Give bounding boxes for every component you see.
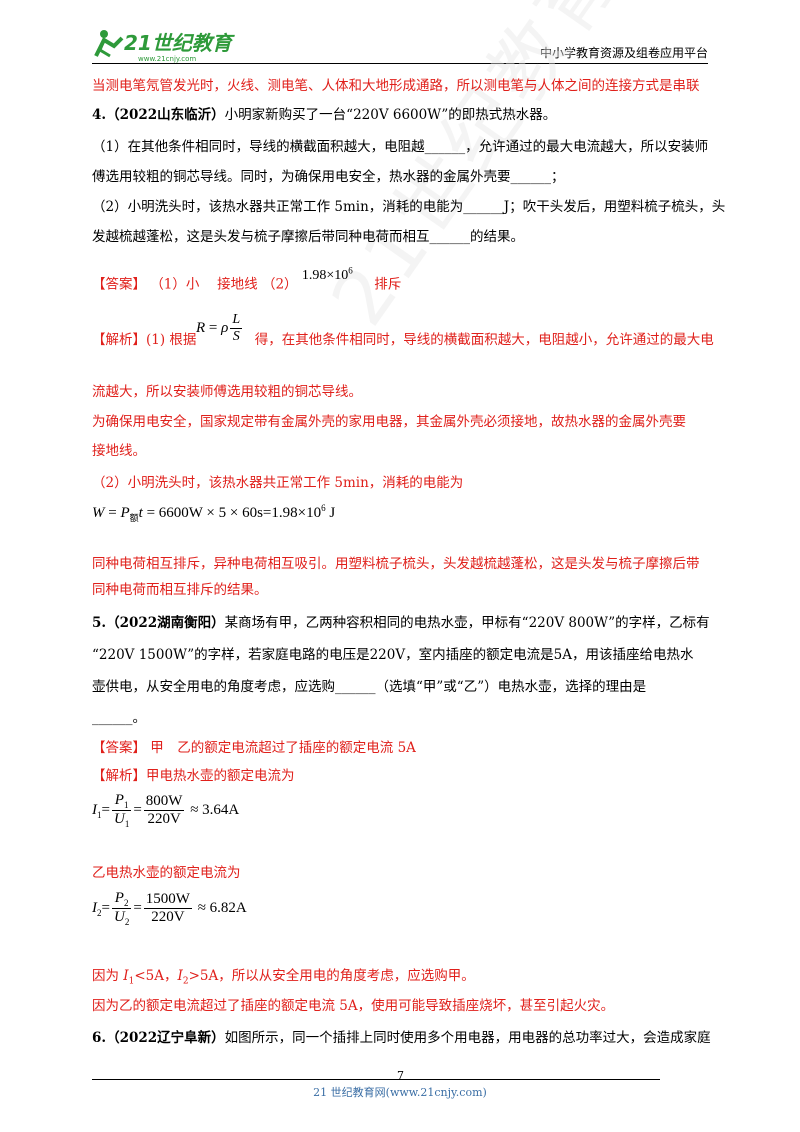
text-line: 壶供电，从安全用电的角度考虑，应选购______（选填“甲”或“乙”）电热水壶，… — [92, 679, 647, 695]
text-line: 同种电荷而相互排斥的结果。 — [92, 582, 268, 598]
logo-text: 21世纪教育 — [124, 31, 235, 55]
logo-sub: www.21cnjy.com — [138, 55, 196, 63]
text-line: 同种电荷相互排斥，异种电荷相互吸引。用塑料梳子梳头，头发越梳越蓬松，这是头发与梳… — [92, 556, 700, 572]
answer-label: 【答案】 — [92, 740, 146, 756]
text-line: 乙电热水壶的额定电流为 — [92, 865, 241, 881]
text-line: （1）在其他条件相同时，导线的横截面积越大，电阻越______，允许通过的最大电… — [92, 139, 709, 155]
question-tag: 5.（2022湖南衡阳） — [92, 615, 225, 631]
text-line: 傅选用较粗的铜芯导线。同时，为确保用电安全，热水器的金属外壳要______； — [92, 169, 565, 185]
question-tag: 4.（2022山东临沂） — [92, 107, 225, 123]
question-4-stem: 4.（2022山东临沂）小明家新购买了一台“220V 6600W”的即热式热水器… — [92, 107, 557, 123]
header-platform-name: 中小学教育资源及组卷应用平台 — [539, 46, 708, 60]
analysis-5-compare: 因为 I1<5A，I2>5A，所以从安全用电的角度考虑，应选购甲。 — [92, 968, 475, 987]
text-line: 为确保用电安全，国家规定带有金属外壳的家用电器，其金属外壳必须接地，故热水器的金… — [92, 414, 686, 430]
question-tag: 6.（2022辽宁阜新） — [92, 1030, 225, 1046]
text-line: 流越大，所以安装师傅选用较粗的铜芯导线。 — [92, 384, 362, 400]
text-line: （2）小明洗头时，该热水器共正常工作 5min，消耗的电能为______J；吹干… — [92, 199, 726, 215]
text-line: ______。 — [92, 710, 146, 726]
text-line: 发越梳越蓬松，这是头发与梳子摩擦后带同种电荷而相互______的结果。 — [92, 229, 524, 245]
answer-4: 【答案】 （1）小 接地线 （2） 1.98×106 排斥 — [92, 265, 402, 293]
page-number: 7 — [397, 1069, 404, 1082]
analysis-5-line-1: 【解析】甲电热水壶的额定电流为 — [92, 768, 295, 784]
question-6-stem: 6.（2022辽宁阜新）如图所示，同一个插排上同时使用多个用电器，用电器的总功率… — [92, 1030, 711, 1046]
text-line: “220V 1500W”的字样，若家庭电路的电压是220V，室内插座的额定电流是… — [92, 647, 694, 663]
footer-text: 21 世纪教育网(www.21cnjy.com) — [313, 1086, 487, 1099]
answer-label: 【答案】 — [92, 276, 146, 293]
analysis-label: 【解析】 — [92, 332, 146, 348]
footer-divider — [92, 1079, 660, 1080]
text-line: 当测电笔氖管发光时，火线、测电笔、人体和大地形成通路，所以测电笔与人体之间的连接… — [92, 78, 700, 94]
header-divider — [92, 63, 708, 64]
energy-formula: W = P额t = 6600W × 5 × 60s=1.98×106 J — [92, 503, 336, 523]
text-line: 因为乙的额定电流超过了插座的额定电流 5A，使用可能导致插座烧坏，甚至引起火灾。 — [92, 998, 615, 1014]
site-logo: 21世纪教育 www.21cnjy.com — [92, 26, 242, 64]
analysis-4-line-1: 【解析】(1) 根据 得，在其他条件相同时，导线的横截面积越大，电阻越小，允许通… — [92, 332, 714, 348]
answer-5: 【答案】 甲 乙的额定电流超过了插座的额定电流 5A — [92, 740, 416, 756]
question-5-stem: 5.（2022湖南衡阳）某商场有甲，乙两种容积相同的电热水壶，甲标有“220V … — [92, 615, 710, 631]
analysis-label: 【解析】 — [92, 768, 146, 784]
text-line: 接地线。 — [92, 443, 146, 459]
text-line: （2）小明洗头时，该热水器共正常工作 5min，消耗的电能为 — [92, 475, 464, 491]
